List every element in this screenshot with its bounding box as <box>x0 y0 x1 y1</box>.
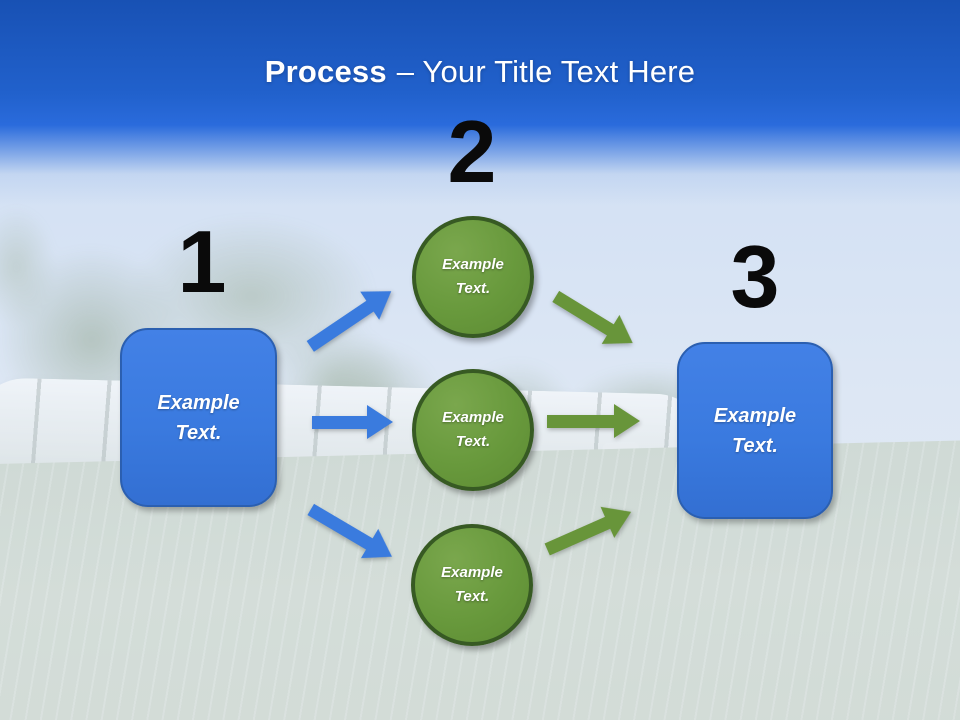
process-box-left: Example Text. <box>120 328 277 507</box>
process-circle-middle-label: Example Text. <box>442 409 504 450</box>
slide-title-subtitle: – Your Title Text Here <box>396 54 696 89</box>
process-circle-bottom: Example Text. <box>411 524 533 646</box>
process-box-left-label: Example Text. <box>157 391 240 444</box>
process-circle-top-label: Example Text. <box>442 256 504 297</box>
arrow-head-icon <box>367 405 393 439</box>
arrow-middle-circle-to-right <box>547 403 640 439</box>
arrow-shaft <box>547 414 616 428</box>
arrow-shaft <box>312 415 369 429</box>
process-box-right-label: Example Text. <box>713 404 797 457</box>
step-number-1: 1 <box>177 212 227 311</box>
process-circle-bottom-label: Example Text. <box>441 564 503 605</box>
process-circle-top: Example Text. <box>412 216 534 338</box>
process-box-right: Example Text. <box>677 342 833 519</box>
slide-title: Process – Your Title Text Here <box>0 54 960 90</box>
step-number-2: 2 <box>447 102 497 201</box>
arrow-head-icon <box>614 404 640 438</box>
slide-title-keyword: Process <box>264 54 387 89</box>
step-number-3: 3 <box>730 227 780 326</box>
process-circle-middle: Example Text. <box>412 369 534 491</box>
arrow-left-to-middle-circle <box>312 404 393 440</box>
